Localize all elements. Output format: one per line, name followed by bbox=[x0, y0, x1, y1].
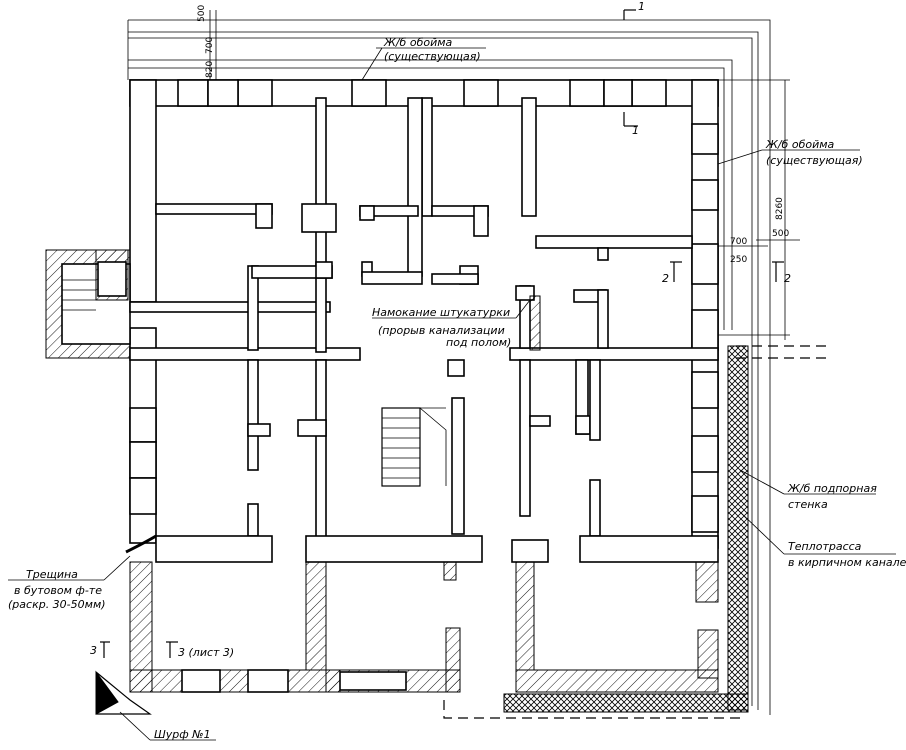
section-marker-3-ref: 3 (лист 3) bbox=[166, 641, 234, 659]
dim-top-500: 500 bbox=[197, 5, 207, 22]
label-crack-2: в бутовом ф-те bbox=[14, 584, 102, 597]
dimension-labels: 500 700 820 700 500 250 8260 bbox=[197, 5, 800, 265]
label-heat-1: Теплотрасса bbox=[788, 540, 862, 553]
pit-marker bbox=[95, 670, 152, 715]
label-retaining-2: стенка bbox=[788, 498, 828, 511]
label-jacket-right-1: Ж/б обойма bbox=[765, 138, 835, 151]
label-damp-3: под полом) bbox=[446, 336, 511, 349]
damp-wall-hatch bbox=[529, 295, 541, 351]
label-crack-1: Трещина bbox=[26, 568, 78, 581]
retaining-wall bbox=[443, 345, 830, 719]
section-2-right-label: 2 bbox=[784, 272, 791, 285]
dim-right-700: 700 bbox=[730, 237, 747, 247]
section-marker-2-right: 2 bbox=[772, 261, 791, 285]
dim-right-250: 250 bbox=[730, 255, 747, 265]
label-damp-1: Намокание штукатурки bbox=[372, 306, 510, 319]
label-heat-2: в кирпичном канале bbox=[788, 556, 906, 569]
dim-right-500: 500 bbox=[772, 229, 789, 239]
section-3-ref-label: 3 (лист 3) bbox=[178, 646, 234, 659]
label-jacket-top-1: Ж/б обойма bbox=[383, 36, 453, 49]
dim-top-820: 820 bbox=[205, 61, 215, 78]
section-3-left-label: 3 bbox=[90, 644, 97, 657]
exterior-walls bbox=[129, 79, 719, 549]
label-pit: Шурф №1 bbox=[154, 728, 211, 741]
section-marker-1-top: 1 bbox=[623, 0, 645, 20]
staircase bbox=[381, 407, 447, 487]
section-1-inner-label: 1 bbox=[632, 124, 639, 137]
label-damp-2: (прорыв канализации bbox=[378, 324, 505, 337]
label-retaining-1: Ж/б подпорная bbox=[787, 482, 877, 495]
label-crack-3: (раскр. 30-50мм) bbox=[8, 598, 106, 611]
dim-right-8260: 8260 bbox=[775, 197, 785, 220]
crack-mark bbox=[125, 534, 157, 554]
section-1-top-label: 1 bbox=[638, 0, 645, 13]
section-marker-1-inner: 1 bbox=[623, 112, 639, 137]
lower-annex bbox=[129, 561, 719, 693]
concrete-jacket-lines bbox=[127, 10, 790, 715]
interior-walls bbox=[129, 97, 719, 563]
label-jacket-right-2: (существующая) bbox=[766, 154, 863, 167]
section-marker-2-left: 2 bbox=[662, 261, 682, 285]
section-marker-3-left: 3 bbox=[90, 641, 110, 658]
dim-top-700: 700 bbox=[205, 37, 215, 54]
entrance-porch bbox=[45, 249, 131, 359]
section-2-left-label: 2 bbox=[662, 272, 669, 285]
label-jacket-top-2: (существующая) bbox=[384, 50, 481, 63]
leader-lines bbox=[8, 47, 896, 741]
